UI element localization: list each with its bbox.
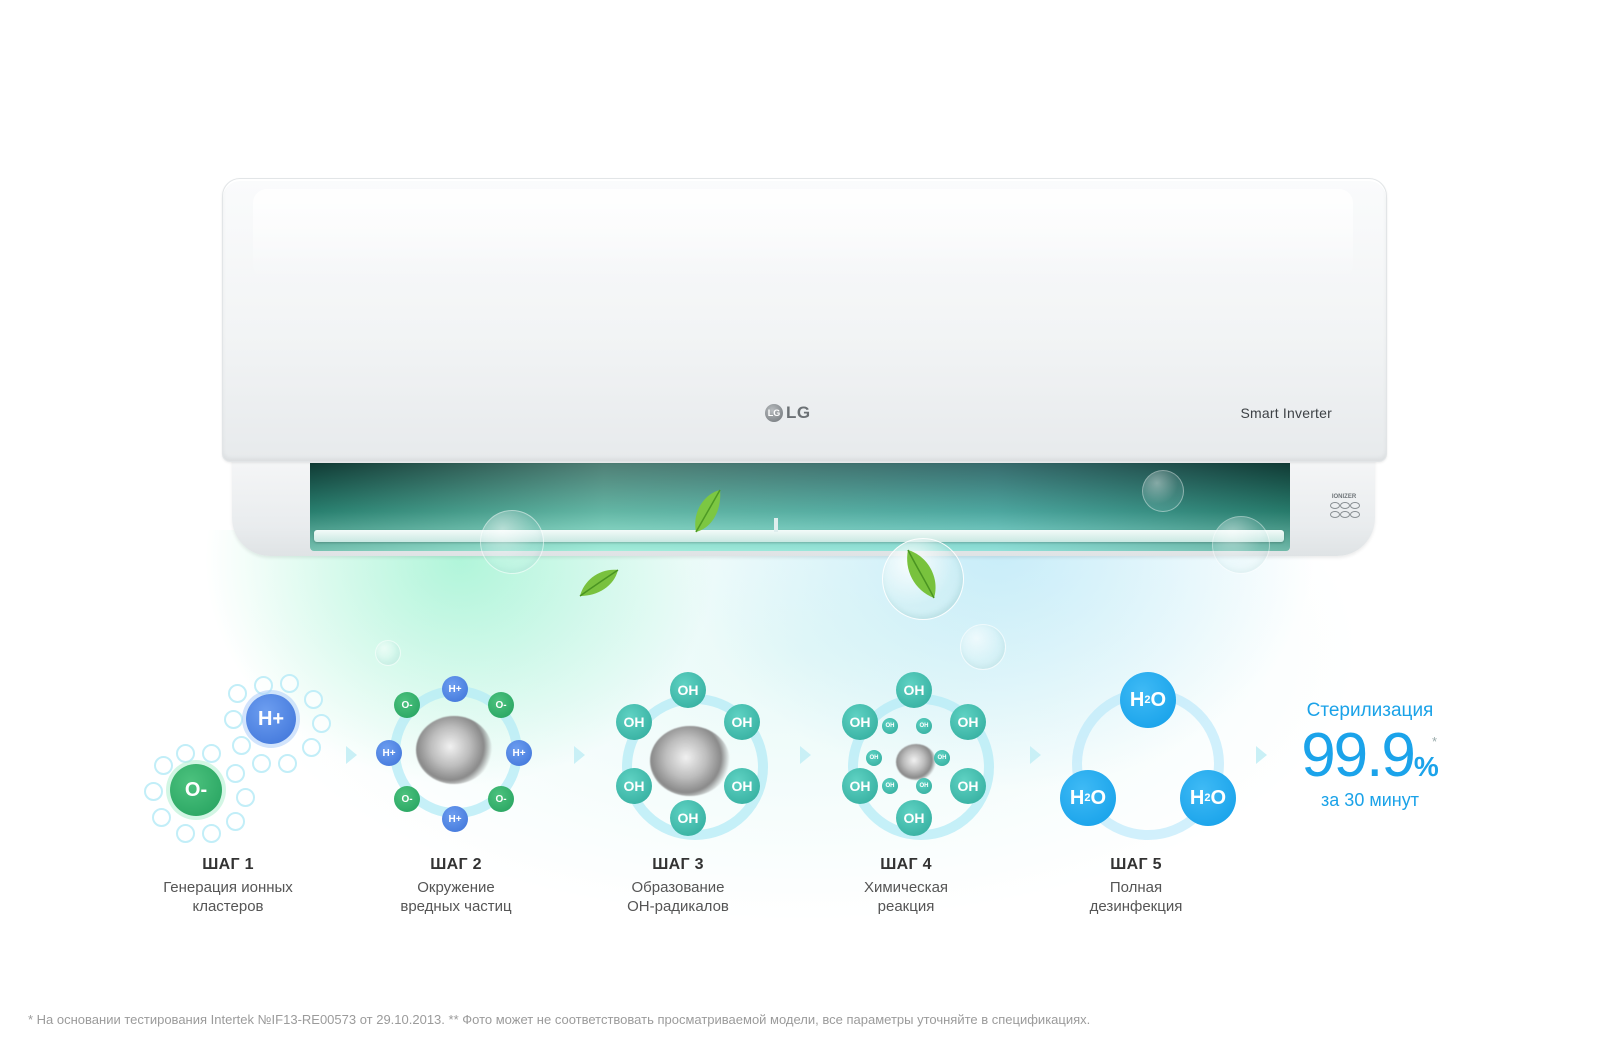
oh-radical-small: OH <box>916 718 932 734</box>
oh-radical: OH <box>950 704 986 740</box>
lg-logo-icon: LG <box>765 404 783 422</box>
oh-radical: OH <box>616 768 652 804</box>
step-2-label: ШАГ 2 Окружение вредных частиц <box>356 856 556 916</box>
oh-radical: OH <box>724 768 760 804</box>
step-4-graphic: OH OH OH OH OH OH OH OH OH OH OH OH <box>842 672 1006 852</box>
bubble-icon <box>480 510 544 574</box>
sterilization-result: Стерилизация 99.9% * за 30 минут <box>1270 700 1470 811</box>
leaf-icon <box>907 549 936 599</box>
o-minus-ion: O- <box>394 786 420 812</box>
bubble-icon <box>960 624 1006 670</box>
o-minus-ion: O- <box>394 692 420 718</box>
arrow-right-icon <box>800 746 811 764</box>
step-4-title: ШАГ 4 <box>880 856 932 873</box>
h-plus-ion: H+ <box>442 806 468 832</box>
h-plus-ion: H+ <box>506 740 532 766</box>
ionizer-badge: IONIZER <box>1327 494 1361 528</box>
step-3-desc: Образование ОН-радикалов <box>627 879 729 915</box>
step-1-graphic: H+ O- <box>140 668 340 858</box>
oh-radical: OH <box>950 768 986 804</box>
oh-radical: OH <box>670 672 706 708</box>
step-3-label: ШАГ 3 Образование ОН-радикалов <box>578 856 778 916</box>
lg-logo-text: LG <box>786 403 811 422</box>
o-minus-ion: O- <box>488 692 514 718</box>
oh-radical: OH <box>842 768 878 804</box>
step-4-label: ШАГ 4 Химическая реакция <box>806 856 1006 916</box>
step-5-label: ШАГ 5 Полная дезинфекция <box>1036 856 1236 916</box>
oh-radical: OH <box>842 704 878 740</box>
step-3-graphic: OH OH OH OH OH OH <box>616 672 780 852</box>
o-minus-ion: O- <box>488 786 514 812</box>
leaf-icon <box>579 569 619 597</box>
step-2-desc: Окружение вредных частиц <box>400 879 512 915</box>
lg-logo: LG LG <box>765 403 811 423</box>
dust-particle <box>650 726 730 796</box>
ac-louver <box>314 518 1284 542</box>
ac-louver-clip <box>774 518 778 532</box>
footnote: * На основании тестирования Intertek №IF… <box>28 1012 1091 1027</box>
step-4-desc: Химическая реакция <box>863 879 949 915</box>
oh-radical: OH <box>724 704 760 740</box>
step-2-graphic: H+ O- O- H+ H+ O- O- H+ <box>376 672 536 832</box>
sterilization-unit: % <box>1413 751 1439 782</box>
oh-radical-small: OH <box>916 778 932 794</box>
sterilization-title: Стерилизация <box>1306 700 1434 721</box>
sterilization-asterisk: * <box>1432 734 1438 749</box>
h-plus-ion: H+ <box>246 694 296 744</box>
dust-particle <box>896 744 936 780</box>
sterilization-value-row: 99.9% * <box>1270 724 1470 788</box>
oh-radical-small: OH <box>934 750 950 766</box>
oh-radical-small: OH <box>882 718 898 734</box>
air-conditioner-unit: LG LG Smart Inverter IONIZER <box>222 178 1387 556</box>
arrow-right-icon <box>1030 746 1041 764</box>
smart-inverter-label: Smart Inverter <box>1240 405 1332 421</box>
step-1-desc: Генерация ионных кластеров <box>163 879 293 915</box>
bubble-icon <box>1142 470 1184 512</box>
oh-radical: OH <box>896 800 932 836</box>
bubble-icon <box>375 640 401 666</box>
oh-radical-small: OH <box>866 750 882 766</box>
sterilization-duration: за 30 минут <box>1321 790 1419 810</box>
step-1-title: ШАГ 1 <box>202 856 254 873</box>
ionizer-label: IONIZER <box>1331 494 1357 500</box>
arrow-right-icon <box>1256 746 1267 764</box>
ac-panel-gloss <box>253 189 1353 279</box>
step-5-desc: Полная дезинфекция <box>1089 879 1183 915</box>
ac-front-panel: LG LG Smart Inverter <box>222 178 1387 462</box>
sterilization-value: 99.9 <box>1301 721 1416 790</box>
oh-radical: OH <box>670 800 706 836</box>
dust-particle <box>416 716 492 784</box>
h-plus-ion: H+ <box>376 740 402 766</box>
h-plus-ion: H+ <box>442 676 468 702</box>
arrow-right-icon <box>574 746 585 764</box>
arrow-right-icon <box>346 746 357 764</box>
oh-radical: OH <box>896 672 932 708</box>
ionizer-icon <box>1327 502 1361 518</box>
step-2-title: ШАГ 2 <box>430 856 482 873</box>
bubble-icon <box>1212 516 1270 574</box>
step-5-title: ШАГ 5 <box>1110 856 1162 873</box>
step-3-title: ШАГ 3 <box>652 856 704 873</box>
o-minus-ion: O- <box>170 764 222 816</box>
step-1-label: ШАГ 1 Генерация ионных кластеров <box>128 856 328 916</box>
oh-radical: OH <box>616 704 652 740</box>
leaf-icon <box>695 489 721 533</box>
oh-radical-small: OH <box>882 778 898 794</box>
